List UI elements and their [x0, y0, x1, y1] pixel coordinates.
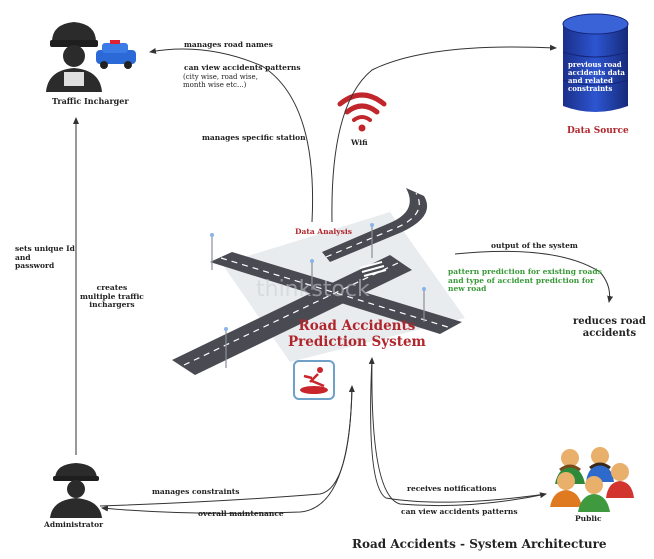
police-officer-icon: [46, 22, 102, 92]
accident-icon: [293, 360, 335, 400]
edge-label-patterns-detail: (city wise, road wise, month wise etc...…: [183, 73, 258, 90]
edge-station-to-incharger: [149, 47, 314, 223]
edge-label-manages-constraints: manages constraints: [152, 487, 240, 496]
wifi-icon: [337, 92, 387, 132]
edge-label-view-patterns-top: can view accidents patterns: [184, 63, 301, 72]
edge-label-view-patterns-bottom: can view accidents patterns: [401, 507, 518, 516]
system-title: Road Accidents Prediction System: [288, 318, 426, 351]
database-icon: [562, 13, 629, 112]
edge-label-manages-station: manages specific station: [202, 133, 306, 142]
edge-system-to-public: [371, 357, 547, 507]
administrator-icon: [50, 463, 102, 518]
edge-analysis-to-datasource: [331, 44, 557, 223]
traffic-incharger-label: Traffic Incharger: [52, 96, 129, 106]
reduces-accidents-label: reduces road accidents: [573, 316, 646, 339]
edge-label-sets-id: sets unique Id and password: [15, 244, 75, 271]
data-analysis-label: Data Analysis: [295, 227, 352, 236]
connections: [73, 44, 614, 514]
administrator-label: Administrator: [44, 520, 104, 529]
road-intersection-icon: [172, 188, 465, 375]
edge-label-pattern-prediction: pattern prediction for existing roads an…: [448, 267, 602, 294]
data-source-text: previous road accidents data and related…: [568, 60, 625, 94]
public-group-icon: [550, 447, 634, 512]
watermark: thinkstock: [256, 277, 370, 302]
wifi-label: Wifi: [351, 138, 368, 147]
data-source-label: Data Source: [567, 126, 629, 136]
edge-label-receives-notifications: receives notifications: [407, 484, 497, 493]
diagram-caption: Road Accidents - System Architecture: [352, 537, 607, 551]
edge-output-to-reduces: [454, 250, 614, 303]
edge-label-output: output of the system: [491, 241, 578, 250]
edge-label-creates-inchargers: creates multiple traffic inchargers: [80, 283, 144, 310]
edge-system-to-admin: [101, 385, 353, 514]
edge-label-manages-road-names: manages road names: [184, 40, 273, 49]
edge-public-to-system: [368, 357, 547, 503]
police-car-icon: [96, 40, 136, 69]
edge-label-overall-maintenance: overall maintenance: [198, 509, 284, 518]
public-label: Public: [575, 514, 602, 523]
